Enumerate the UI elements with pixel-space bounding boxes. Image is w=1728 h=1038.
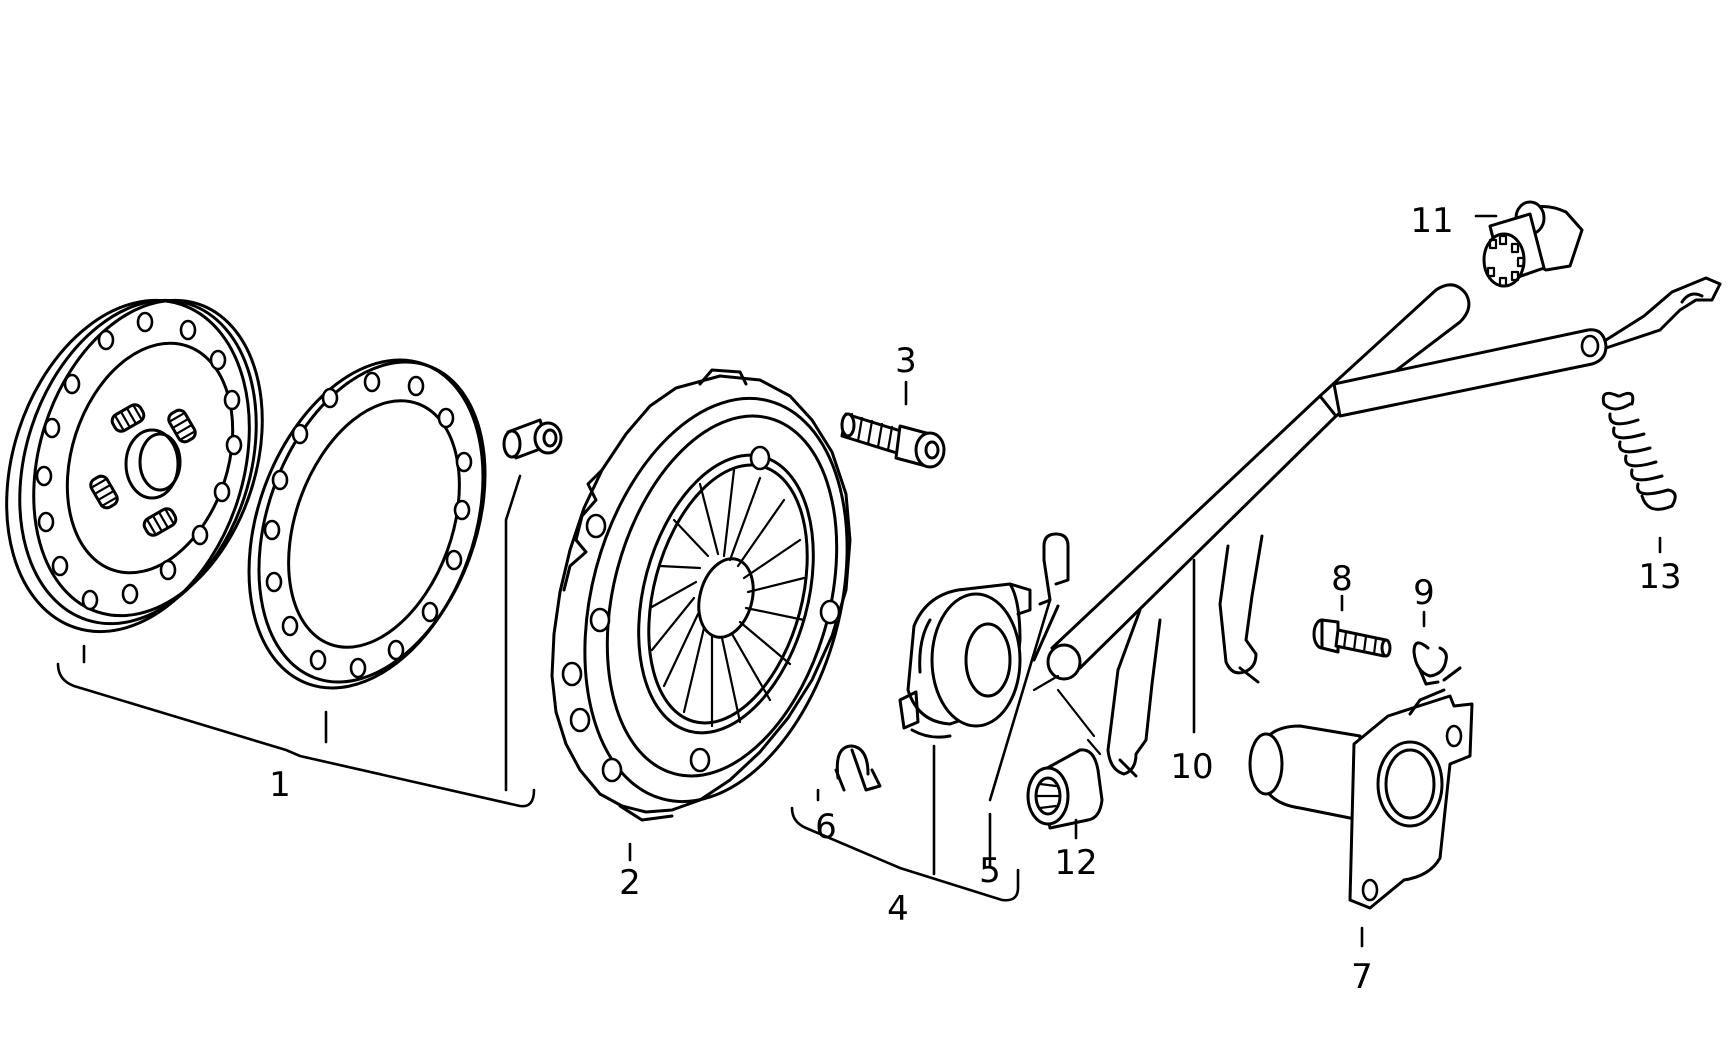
pin-bolt xyxy=(1312,618,1392,658)
friction-ring xyxy=(247,358,487,690)
retaining-clip-lower xyxy=(834,744,882,792)
callout-4: 4 xyxy=(887,889,909,929)
group-4-bracket xyxy=(790,598,1052,902)
callout-1: 1 xyxy=(269,765,291,805)
callout-2: 2 xyxy=(619,863,641,903)
disc-holes xyxy=(35,311,243,611)
callout-labels: 1 2 3 4 5 6 7 8 9 10 11 12 13 xyxy=(269,201,1681,997)
callout-11: 11 xyxy=(1410,201,1453,241)
bolt xyxy=(840,412,946,469)
ring-holes xyxy=(263,371,473,679)
leader-lines xyxy=(628,214,1662,948)
callout-7: 7 xyxy=(1351,957,1373,997)
callout-9: 9 xyxy=(1413,573,1435,613)
release-bearing xyxy=(898,582,1032,739)
shaft-bushing xyxy=(1482,200,1584,288)
return-spring xyxy=(1601,391,1677,511)
diaphragm-fingers xyxy=(648,468,806,728)
damper-springs xyxy=(89,403,197,537)
release-shaft xyxy=(1046,276,1722,778)
callout-3: 3 xyxy=(895,341,917,381)
callout-12: 12 xyxy=(1054,843,1097,883)
bushing-teeth xyxy=(1486,234,1526,288)
clutch-disc xyxy=(5,298,264,634)
pilot-bushing xyxy=(502,418,563,460)
callout-6: 6 xyxy=(815,807,837,847)
needle-bearing xyxy=(1026,674,1104,830)
callout-8: 8 xyxy=(1331,559,1353,599)
callout-10: 10 xyxy=(1170,747,1213,787)
circlip xyxy=(1412,641,1448,686)
pressure-plate xyxy=(550,368,852,822)
group-1-bracket xyxy=(56,474,536,808)
callout-13: 13 xyxy=(1638,557,1681,597)
callout-5: 5 xyxy=(979,851,1001,891)
guide-sleeve xyxy=(1248,666,1474,910)
